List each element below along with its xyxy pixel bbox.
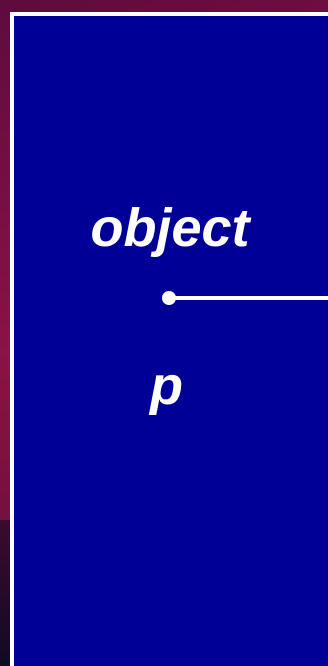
- object-box: [10, 12, 328, 666]
- connector-dot: [162, 291, 176, 305]
- object-label: object: [90, 198, 250, 258]
- pointer-label: p: [150, 356, 183, 416]
